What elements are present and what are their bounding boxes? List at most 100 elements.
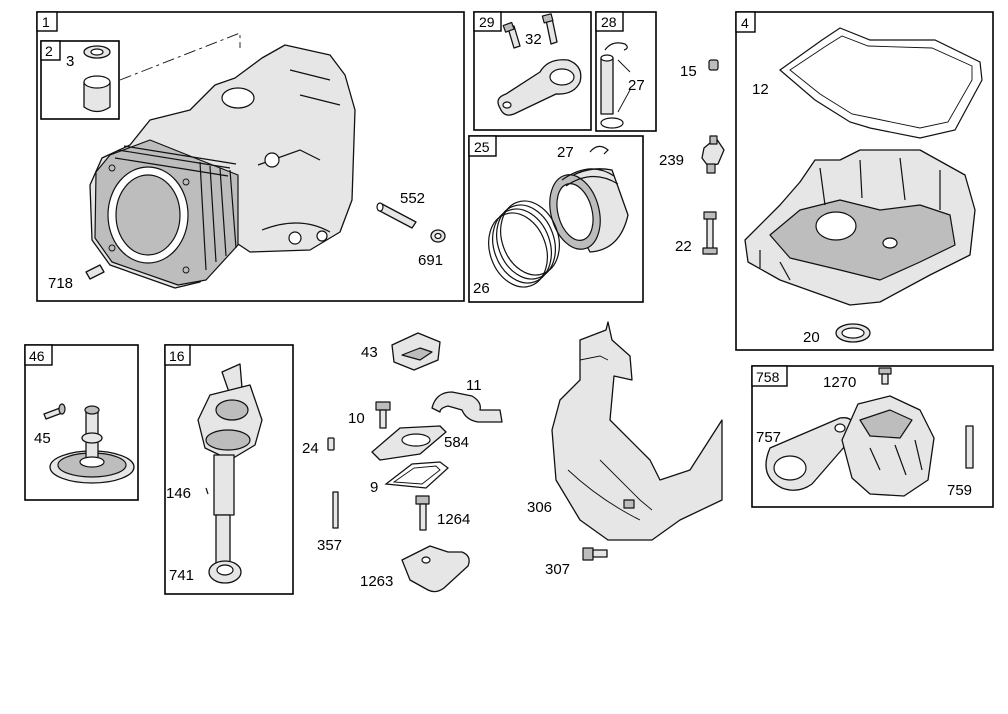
group-25-tag bbox=[468, 135, 497, 157]
retaining-clip-bottom-part bbox=[600, 117, 624, 129]
loose-parts-column: 15 239 22 bbox=[659, 59, 725, 255]
breather-cover-584-part bbox=[371, 425, 447, 461]
shroud-306-part bbox=[551, 321, 723, 541]
callout-32: 32 bbox=[525, 31, 542, 48]
callout-239: 239 bbox=[659, 152, 684, 169]
callout-11: 11 bbox=[466, 377, 482, 394]
bracket-43-part bbox=[391, 332, 441, 371]
bolt-22-part bbox=[702, 211, 718, 255]
pin-718-part bbox=[85, 264, 105, 280]
pin-759-part bbox=[965, 425, 974, 469]
washer-691-part bbox=[430, 229, 446, 243]
cam-gear-part bbox=[49, 405, 135, 484]
bushing-ring-part bbox=[83, 45, 111, 59]
rod-bolts-part bbox=[502, 13, 558, 49]
cylinder-block-part bbox=[89, 44, 356, 289]
group-29-connecting-rod: 29 32 bbox=[473, 11, 592, 131]
screw-1264-part bbox=[415, 495, 430, 531]
group-28-label: 28 bbox=[601, 14, 617, 30]
bushing-sleeve-part bbox=[83, 75, 111, 113]
plate-1263-part bbox=[401, 545, 470, 593]
piston-part bbox=[549, 168, 629, 253]
group-1-tag bbox=[36, 11, 58, 32]
group-4-frame bbox=[735, 11, 994, 351]
callout-27-piston: 27 bbox=[557, 144, 574, 161]
group-2-frame bbox=[40, 40, 120, 120]
callout-718: 718 bbox=[48, 275, 73, 292]
gasket-9-part bbox=[384, 461, 449, 489]
callout-757: 757 bbox=[756, 429, 781, 446]
callout-43: 43 bbox=[361, 344, 378, 361]
callout-27-pin: 27 bbox=[628, 77, 645, 94]
screw-1270-part bbox=[878, 367, 892, 385]
group-16-label: 16 bbox=[169, 348, 185, 364]
callout-307: 307 bbox=[545, 561, 570, 578]
callout-3: 3 bbox=[66, 53, 74, 70]
callout-552: 552 bbox=[400, 190, 425, 207]
pin-45-part bbox=[43, 403, 66, 420]
callout-9: 9 bbox=[370, 479, 378, 496]
callout-306: 306 bbox=[527, 499, 552, 516]
callout-691: 691 bbox=[418, 252, 443, 269]
group-28-piston-pin: 28 27 bbox=[595, 11, 657, 132]
pin-24-part bbox=[327, 437, 335, 451]
group-29-tag bbox=[473, 11, 502, 32]
gasket-12-part bbox=[779, 27, 983, 139]
retaining-clip-top-part bbox=[604, 42, 628, 51]
screw-307-part bbox=[582, 547, 608, 561]
group-29-frame bbox=[473, 11, 592, 131]
middle-loose-parts: 43 11 10 584 9 24 1264 357 bbox=[302, 332, 503, 593]
callout-1270: 1270 bbox=[823, 374, 856, 391]
group-4-label: 4 bbox=[741, 15, 749, 31]
piston-pin-part bbox=[600, 54, 614, 115]
oil-switch-239-part bbox=[701, 135, 725, 174]
key-146-part bbox=[205, 487, 209, 495]
leader-27-lines bbox=[617, 59, 631, 113]
group-46-label: 46 bbox=[29, 348, 45, 364]
callout-1263: 1263 bbox=[360, 573, 393, 590]
callout-584: 584 bbox=[444, 434, 469, 451]
group-1-label: 1 bbox=[42, 14, 50, 30]
group-4-sump: 4 12 20 bbox=[735, 11, 994, 351]
callout-24: 24 bbox=[302, 440, 319, 457]
group-2-tag bbox=[40, 40, 61, 61]
group-2-label: 2 bbox=[45, 43, 53, 59]
group-25-piston: 25 27 26 bbox=[468, 135, 644, 303]
screw-10-part bbox=[375, 401, 391, 429]
dowel-pin-552-part bbox=[376, 202, 417, 229]
group-25-frame bbox=[468, 135, 644, 303]
oil-seal-20-part bbox=[835, 323, 871, 343]
crankshaft-part bbox=[197, 363, 263, 566]
callout-22: 22 bbox=[675, 238, 692, 255]
group-758-tag bbox=[751, 365, 788, 387]
group-29-label: 29 bbox=[479, 14, 495, 30]
group-4-tag bbox=[735, 11, 756, 33]
callout-357: 357 bbox=[317, 537, 342, 554]
group-25-label: 25 bbox=[474, 139, 490, 155]
shroud-parts: 306 307 bbox=[527, 321, 723, 578]
cover-757-part bbox=[765, 417, 855, 491]
callout-15: 15 bbox=[680, 63, 697, 80]
group-16-tag bbox=[164, 344, 191, 366]
callout-741: 741 bbox=[169, 567, 194, 584]
group-1-frame bbox=[36, 11, 465, 302]
callout-20: 20 bbox=[803, 329, 820, 346]
connecting-rod-part bbox=[497, 59, 582, 116]
group-28-frame bbox=[595, 11, 657, 132]
group-46-frame bbox=[24, 344, 139, 501]
timing-gear-741-part bbox=[208, 560, 242, 584]
group-1-cylinder-block: 1 2 3 bbox=[36, 11, 465, 302]
sump-housing-part bbox=[744, 149, 976, 306]
group-758-frame bbox=[751, 365, 994, 508]
group-16-frame bbox=[164, 344, 294, 595]
governor-assembly-part bbox=[841, 395, 935, 497]
group-758-label: 758 bbox=[756, 369, 780, 385]
hose-11-part bbox=[431, 391, 503, 423]
group-46-tag bbox=[24, 344, 53, 366]
callout-12: 12 bbox=[752, 81, 769, 98]
group-46-camshaft: 46 45 bbox=[24, 344, 139, 501]
callout-26: 26 bbox=[473, 280, 490, 297]
plug-15-part bbox=[708, 59, 719, 71]
group-16-crankshaft: 16 146 741 bbox=[164, 344, 294, 595]
